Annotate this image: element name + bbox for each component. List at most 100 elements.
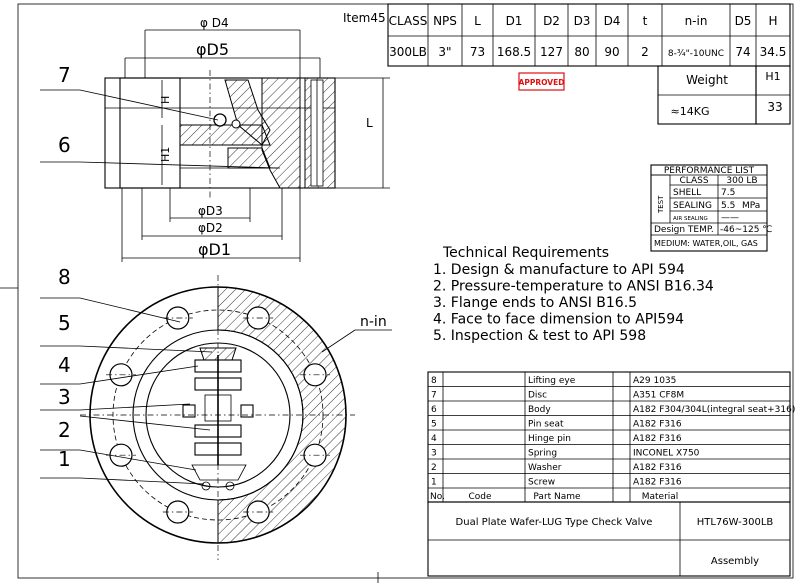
spec-value-3: 168.5 (497, 45, 531, 59)
spec-header-6: D4 (604, 14, 621, 28)
svg-text:——: —— (721, 213, 739, 223)
h1-label: H1 (765, 70, 780, 83)
spec-value-8: 8-¾"-10UNC (668, 49, 724, 59)
title-block: Dual Plate Wafer-LUG Type Check Valve HT… (427, 501, 791, 577)
bom-header-code: Code (468, 492, 492, 502)
spec-header-9: D5 (735, 14, 752, 28)
bom-row-no: 1 (431, 478, 437, 488)
dim-d4: φ D4 (200, 16, 229, 30)
bom-row-name: Pin seat (528, 420, 564, 430)
bom-row-material: A182 F316 (633, 434, 682, 444)
bom-row-name: Washer (528, 463, 562, 473)
bom-row-name: Spring (528, 449, 557, 459)
svg-text:MPa: MPa (742, 201, 760, 211)
bom-row-material: INCONEL X750 (633, 449, 700, 459)
bom-row-name: Disc (528, 391, 547, 401)
balloon-8: 8 (58, 265, 71, 289)
bom-row-no: 2 (431, 463, 437, 473)
spec-header-1: NPS (433, 14, 457, 28)
spec-value-5: 80 (574, 45, 589, 59)
svg-text:SEALING: SEALING (673, 201, 712, 211)
spec-value-9: 74 (735, 45, 750, 59)
dim-n-in: n-in (360, 314, 387, 330)
bom-header-no: No. (430, 492, 445, 502)
dim-l: L (366, 116, 373, 130)
weight-value: ≈14KG (671, 105, 710, 118)
balloon-5: 5 (58, 311, 71, 335)
balloon-3: 3 (58, 385, 71, 409)
bom-row-no: 5 (431, 420, 437, 430)
dim-d5: φD5 (196, 40, 229, 59)
bom-row-no: 7 (431, 391, 437, 401)
spec-header-5: D3 (574, 14, 591, 28)
dim-d3: φD3 (198, 204, 223, 218)
spec-header-2: L (474, 14, 481, 28)
title-model: HTL76W-300LB (697, 517, 774, 528)
dim-h: H (159, 96, 172, 104)
bom-row-name: Screw (528, 478, 555, 488)
bom-row-material: A182 F316 (633, 478, 682, 488)
title-type: Assembly (711, 556, 759, 567)
spec-header-4: D2 (543, 14, 560, 28)
bom-header-material: Material (642, 492, 679, 502)
spec-value-7: 2 (641, 45, 649, 59)
balloon-2: 2 (58, 418, 71, 442)
item-label: Item45 (343, 11, 386, 25)
plan-view: n-in (80, 275, 392, 560)
spec-value-0: 300LB (389, 45, 427, 59)
performance-list: PERFORMANCE LIST CLASS 300 LB TEST SHELL… (650, 164, 772, 252)
spec-header-7: t (643, 14, 648, 28)
svg-text:MEDIUM: WATER,OIL, GAS: MEDIUM: WATER,OIL, GAS (654, 239, 758, 248)
weight-label: Weight (686, 73, 728, 87)
tech-req-item: 3. Flange ends to ANSI B16.5 (433, 295, 637, 311)
bom-row-material: A351 CF8M (633, 391, 684, 401)
spec-header-10: H (768, 14, 777, 28)
svg-text:CLASS: CLASS (679, 176, 708, 186)
svg-text:APPROVED: APPROVED (519, 78, 565, 87)
balloon-7: 7 (58, 63, 71, 87)
svg-text:7.5: 7.5 (721, 188, 735, 198)
tech-req-item: 2. Pressure-temperature to ANSI B16.34 (433, 279, 714, 295)
spec-value-2: 73 (470, 45, 485, 59)
svg-text:300 LB: 300 LB (726, 176, 757, 186)
spec-value-10: 34.5 (760, 45, 787, 59)
svg-text:SHELL: SHELL (673, 188, 701, 198)
bom-row-no: 3 (431, 449, 437, 459)
bom-row-no: 4 (431, 434, 437, 444)
tech-req-item: 4. Face to face dimension to API594 (433, 312, 684, 328)
bom-row-name: Body (528, 405, 551, 415)
balloon-4: 4 (58, 353, 71, 377)
approved-stamp: APPROVED (518, 72, 565, 91)
spec-value-6: 90 (604, 45, 619, 59)
spec-header-8: n-in (685, 14, 708, 28)
svg-text:PERFORMANCE LIST: PERFORMANCE LIST (664, 166, 755, 176)
dim-d1: φD1 (198, 240, 231, 259)
dim-h1: H1 (159, 147, 172, 162)
svg-text:-46~125 ℃: -46~125 ℃ (720, 225, 772, 235)
bom-row-name: Hinge pin (528, 434, 571, 444)
svg-text:TEST: TEST (657, 195, 665, 214)
technical-requirements: Technical Requirements 1. Design & manuf… (433, 245, 714, 344)
balloon-1: 1 (58, 447, 71, 471)
tech-req-item: 5. Inspection & test to API 598 (433, 328, 646, 344)
bom-row-material: A182 F316 (633, 420, 682, 430)
tech-req-title: Technical Requirements (442, 245, 609, 261)
spec-value-4: 127 (540, 45, 563, 59)
bom-row-no: 8 (431, 376, 437, 386)
tech-req-item: 1. Design & manufacture to API 594 (433, 262, 685, 278)
bom-row-material: A29 1035 (633, 376, 676, 386)
spec-value-1: 3" (438, 45, 451, 59)
bom-row-name: Lifting eye (528, 376, 576, 386)
title-description: Dual Plate Wafer-LUG Type Check Valve (456, 517, 653, 528)
bom-header-name: Part Name (533, 492, 581, 502)
svg-text:5.5: 5.5 (721, 201, 735, 211)
h1-value: 33 (767, 100, 782, 114)
bom-row-material: A182 F316 (633, 463, 682, 473)
bom-row-no: 6 (431, 405, 437, 415)
bom-row-material: A182 F304/304L(integral seat+316) (633, 405, 795, 415)
section-view: φ D4 φD5 H H1 L (104, 16, 390, 262)
